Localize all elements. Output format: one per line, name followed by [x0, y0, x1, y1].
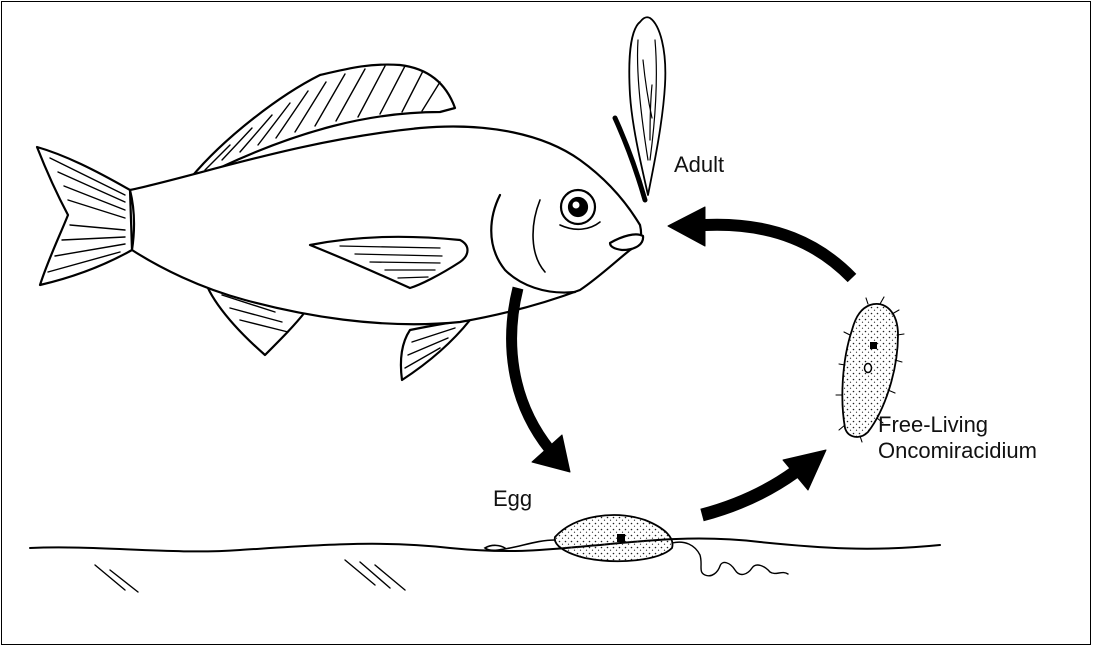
sea-floor [30, 539, 940, 592]
label-free-living-oncomiracidium: Free-Living Oncomiracidium [878, 412, 1037, 465]
arrow-oncomiracidium-to-adult [668, 207, 852, 278]
label-egg: Egg [493, 486, 532, 512]
arrow-egg-to-oncomiracidium [702, 450, 826, 515]
label-adult: Adult [674, 152, 724, 178]
label-free-living-line1: Free-Living [878, 412, 1037, 438]
fish-body [130, 127, 641, 325]
arrow-fish-to-egg [512, 288, 570, 472]
label-free-living-line2: Oncomiracidium [878, 438, 1037, 464]
egg-icon [485, 515, 788, 576]
fish-illustration [37, 65, 643, 380]
adult-parasite-icon [615, 17, 665, 200]
